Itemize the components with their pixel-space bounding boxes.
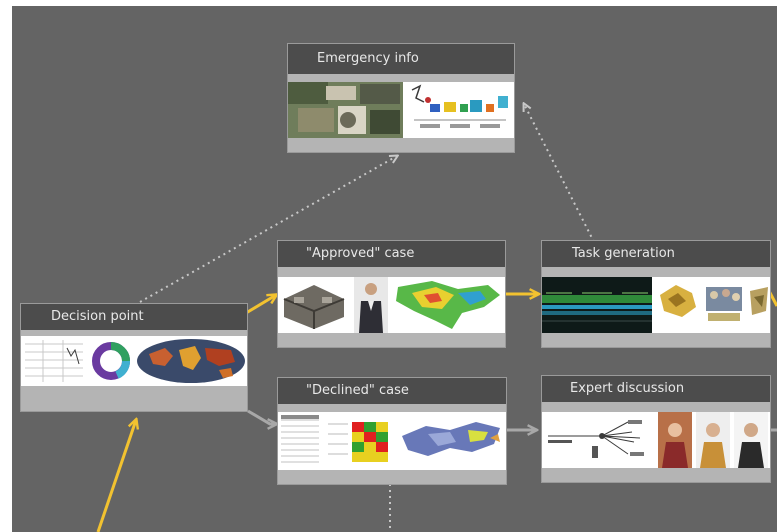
network-diagram-thumbnail [542,412,654,468]
node-approved-case[interactable]: "Approved" case [278,241,505,347]
presenter-photo [354,277,388,333]
connector-layer [96,6,777,532]
node-declined-case[interactable]: "Declined" case [278,378,506,484]
expert-portrait [658,412,692,468]
node-title: "Approved" case [278,241,505,267]
crowd-photo [704,277,744,333]
node-decision-point[interactable]: Decision point [21,304,247,411]
node-expert-discussion[interactable]: Expert discussion [542,376,770,482]
building-model-render [278,277,350,333]
world-map-thumbnail [135,336,247,386]
link-task-to-emergency [524,104,595,243]
timeline-chart-thumbnail [542,277,652,333]
damage-photo [748,277,770,333]
region-map-thumbnail [398,412,506,470]
arrow-decision-to-emergency [139,156,397,303]
node-emergency-info[interactable]: Emergency info [288,44,514,152]
data-table-thumbnail [278,412,322,470]
node-title: Emergency info [288,44,514,74]
arrow-input-to-decision [96,420,136,532]
risk-matrix-thumbnail [324,412,394,470]
expert-portrait [734,412,768,468]
process-diagram-thumbnail [406,82,514,138]
construction-photo [656,277,700,333]
data-table-thumbnail [21,336,87,386]
aerial-flood-photo [288,82,403,138]
node-title: Decision point [21,304,247,330]
node-title: Task generation [542,241,770,267]
heat-map-thumbnail [392,277,505,333]
expert-portrait [696,412,730,468]
arrow-decision-to-approved [245,295,276,315]
node-title: "Declined" case [278,378,506,404]
node-title: Expert discussion [542,376,770,402]
node-task-generation[interactable]: Task generation [542,241,770,347]
diagram-board: Emergency info [12,6,777,532]
donut-chart-thumbnail [89,336,133,386]
arrow-decision-to-declined [247,409,276,424]
